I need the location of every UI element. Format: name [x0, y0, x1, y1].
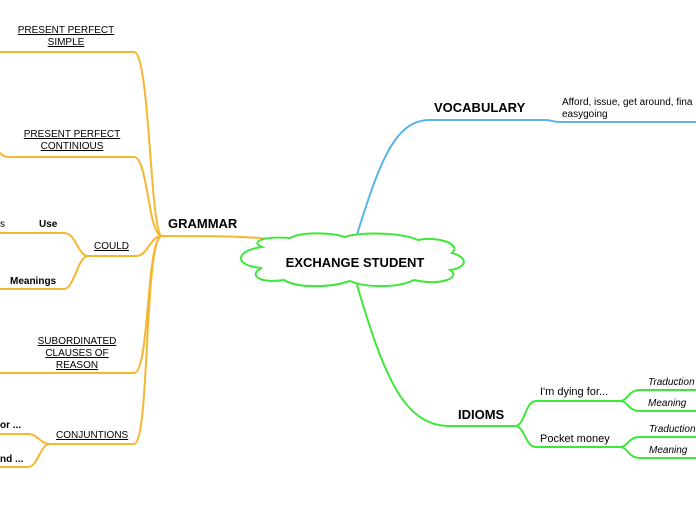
link-could-meanings [0, 255, 89, 290]
link-conj-1 [0, 433, 51, 445]
idiom-1-traduction[interactable]: Traduction [648, 377, 695, 388]
idiom-item-2[interactable]: Pocket money [540, 433, 610, 445]
link-grammar-conjuntions [49, 235, 163, 445]
central-node-label[interactable]: EXCHANGE STUDENT [285, 255, 425, 270]
link-grammar-ppc [0, 152, 163, 237]
link-item1-meaning [619, 400, 696, 412]
could-use-left-fragment: s [0, 219, 5, 230]
link-idioms-item1 [514, 400, 621, 427]
idioms-connectors [356, 284, 696, 459]
conjuntion-item-2[interactable]: nd ... [0, 454, 24, 465]
link-conj-2 [0, 443, 51, 468]
present-perfect-continious-node[interactable]: PRESENT PERFECT CONTINIOUS [23, 129, 121, 152]
idiom-2-traduction[interactable]: Traduction [649, 424, 696, 435]
link-could-use [0, 232, 89, 257]
conjuntion-item-1[interactable]: or ... [0, 420, 22, 431]
grammar-node-label[interactable]: GRAMMAR [168, 216, 238, 231]
idiom-2-meaning[interactable]: Meaning [649, 445, 688, 456]
vocabulary-connectors [354, 119, 696, 242]
link-item2-meaning [619, 446, 696, 459]
link-central-idioms [356, 284, 516, 427]
grammar-connectors [0, 51, 291, 468]
central-cloud [240, 232, 465, 288]
vocabulary-words-node[interactable]: Afford, issue, get around, fina easygoin… [562, 97, 693, 120]
conjuntions-node[interactable]: CONJUNTIONS [56, 430, 129, 441]
could-use-node[interactable]: Use [39, 219, 58, 230]
could-node[interactable]: COULD [94, 241, 130, 252]
idiom-1-meaning[interactable]: Meaning [648, 398, 687, 409]
link-grammar-pps [0, 51, 163, 237]
link-idioms-item2 [514, 425, 621, 448]
link-grammar-could [87, 235, 163, 257]
link-central-vocabulary [354, 119, 696, 242]
subordinated-clauses-node[interactable]: SUBORDINATED CLAUSES OF REASON [37, 336, 117, 371]
vocabulary-node-label[interactable]: VOCABULARY [434, 100, 526, 115]
idioms-node-label[interactable]: IDIOMS [458, 407, 505, 422]
could-meanings-node[interactable]: Meanings [10, 276, 57, 287]
present-perfect-simple-node[interactable]: PRESENT PERFECT SIMPLE [17, 25, 115, 48]
idiom-item-1[interactable]: I'm dying for... [540, 386, 609, 398]
